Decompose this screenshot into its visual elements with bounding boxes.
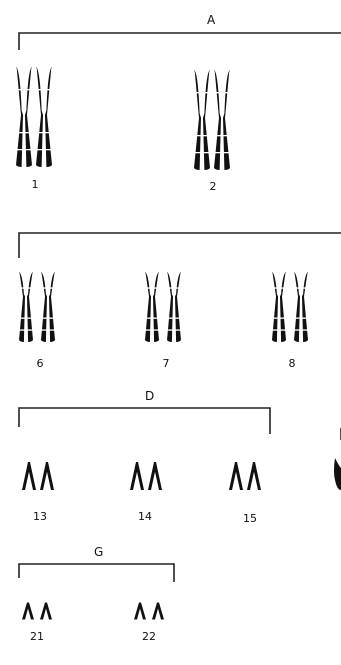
chromosome-6 bbox=[17, 272, 57, 342]
group-g-label: G bbox=[94, 545, 103, 559]
chromosome-7 bbox=[143, 272, 183, 342]
band-gap bbox=[212, 152, 232, 153]
chromatid-pair bbox=[22, 603, 34, 620]
group-c: 6 7 8 bbox=[17, 233, 341, 370]
chromosome-14-label: 14 bbox=[138, 510, 152, 523]
band-gap bbox=[34, 89, 54, 90]
chromosome-14 bbox=[130, 462, 162, 490]
chromatid-pair bbox=[40, 603, 52, 620]
chromosome-2-label: 2 bbox=[210, 180, 217, 193]
chromosome-1 bbox=[14, 67, 54, 167]
band-gap bbox=[165, 318, 183, 319]
band-gap bbox=[192, 92, 212, 93]
chromatid-pair bbox=[130, 462, 144, 490]
chromatid bbox=[45, 67, 52, 167]
chromosome-13 bbox=[22, 462, 54, 490]
group-a-bracket bbox=[19, 33, 341, 50]
chromosome-21-label: 21 bbox=[30, 630, 44, 643]
chromatid bbox=[36, 67, 43, 167]
group-d-bracket bbox=[19, 408, 270, 434]
chromatid-pair bbox=[152, 603, 164, 620]
group-d: D 13 14 15 bbox=[19, 389, 341, 525]
band-gap bbox=[17, 287, 35, 288]
chromosome-6-label: 6 bbox=[37, 357, 44, 370]
chromatid-pair bbox=[247, 462, 261, 490]
chromatid bbox=[16, 67, 23, 167]
band-gap bbox=[192, 135, 212, 136]
chromosome-15 bbox=[229, 462, 261, 490]
group-d-label: D bbox=[145, 389, 154, 403]
chromatid-pair bbox=[148, 462, 162, 490]
chromatid bbox=[203, 70, 210, 170]
chromosome-fragment bbox=[334, 458, 341, 490]
band-gap bbox=[270, 318, 288, 319]
chromatid-pair bbox=[134, 603, 146, 620]
chromatid bbox=[25, 67, 32, 167]
band-gap bbox=[39, 287, 57, 288]
chromatid-pair bbox=[229, 462, 243, 490]
chromatid bbox=[145, 272, 151, 342]
chromatid bbox=[272, 272, 278, 342]
band-gap bbox=[165, 329, 183, 330]
band-gap bbox=[212, 92, 232, 93]
chromatid-pair bbox=[22, 462, 36, 490]
chromosome-2 bbox=[192, 70, 232, 170]
chromatid bbox=[223, 70, 230, 170]
band-gap bbox=[270, 287, 288, 288]
group-g: G 21 22 bbox=[19, 545, 174, 643]
chromosome-22-label: 22 bbox=[142, 630, 156, 643]
group-g-bracket bbox=[19, 564, 174, 582]
band-gap bbox=[39, 329, 57, 330]
band-gap bbox=[39, 318, 57, 319]
band-gap bbox=[143, 329, 161, 330]
group-a-label: A bbox=[207, 13, 216, 27]
band-gap bbox=[292, 329, 310, 330]
chromatid-pair bbox=[40, 462, 54, 490]
band-gap bbox=[143, 287, 161, 288]
band-gap bbox=[143, 318, 161, 319]
band-gap bbox=[292, 318, 310, 319]
band-gap bbox=[192, 152, 212, 153]
chromatid bbox=[27, 272, 33, 342]
chromosome-22 bbox=[134, 603, 164, 620]
band-gap bbox=[17, 329, 35, 330]
chromatid bbox=[294, 272, 300, 342]
chromosome-13-label: 13 bbox=[33, 510, 47, 523]
chromatid bbox=[49, 272, 55, 342]
band-gap bbox=[270, 329, 288, 330]
group-a: A 1 2 bbox=[14, 13, 341, 193]
band-gap bbox=[34, 149, 54, 150]
band-gap bbox=[165, 287, 183, 288]
chromosome-1-label: 1 bbox=[32, 178, 39, 191]
band-gap bbox=[34, 132, 54, 133]
chromatid bbox=[280, 272, 286, 342]
band-gap bbox=[14, 89, 34, 90]
chromatid bbox=[194, 70, 201, 170]
band-gap bbox=[17, 318, 35, 319]
chromatid bbox=[153, 272, 159, 342]
chromatid bbox=[167, 272, 173, 342]
chromosome-8-label: 8 bbox=[289, 357, 296, 370]
chromosome-8 bbox=[270, 272, 310, 342]
chromatid bbox=[19, 272, 25, 342]
chromosome-7-label: 7 bbox=[163, 357, 170, 370]
chromosome-15-label: 15 bbox=[243, 512, 257, 525]
group-c-bracket bbox=[19, 233, 341, 258]
chromatid bbox=[214, 70, 221, 170]
band-gap bbox=[14, 149, 34, 150]
chromosome-21 bbox=[22, 603, 52, 620]
band-gap bbox=[14, 132, 34, 133]
chromatid bbox=[175, 272, 181, 342]
chromatid bbox=[41, 272, 47, 342]
band-gap bbox=[292, 287, 310, 288]
chromatid bbox=[302, 272, 308, 342]
band-gap bbox=[212, 135, 232, 136]
